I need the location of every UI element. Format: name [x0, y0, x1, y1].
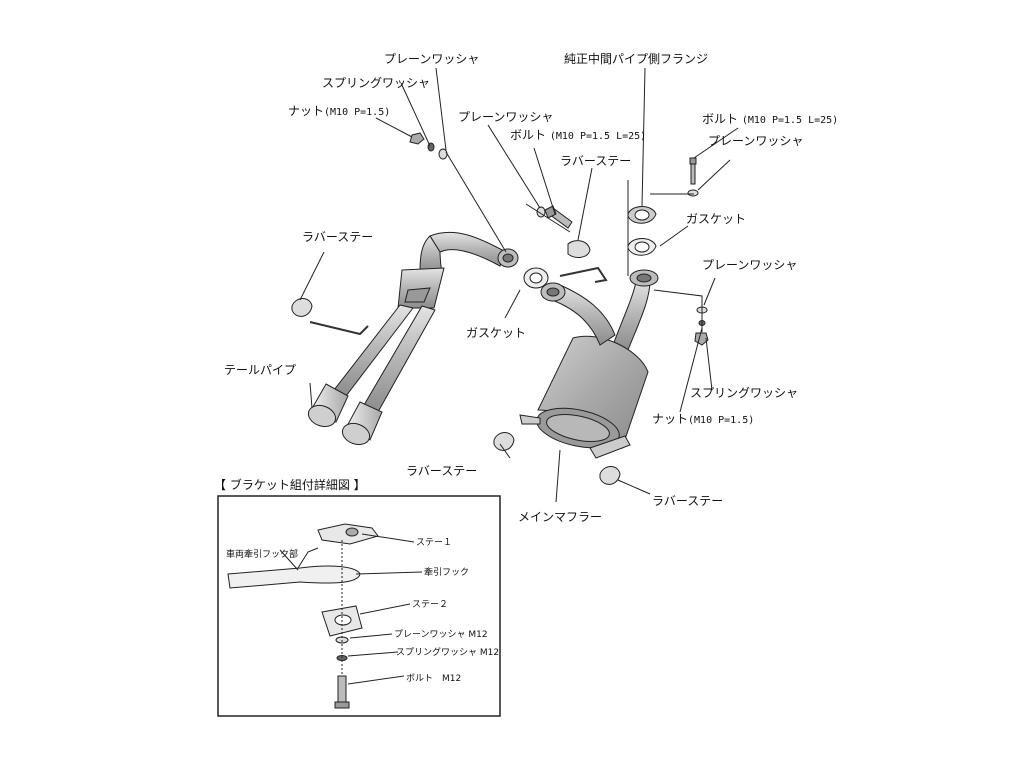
bracket-inset: [217, 495, 501, 717]
inset-label-stay2: ステー２: [412, 600, 449, 610]
rubber-stay-top: [567, 240, 591, 258]
label-main-muffler: メインマフラー: [518, 510, 603, 524]
gasket-right: [627, 238, 657, 256]
label-plain-washer-top: プレーンワッシャ: [384, 52, 480, 66]
tail-tip-right: [341, 401, 383, 446]
inset-title: 【 ブラケット組付詳細図 】: [214, 478, 366, 492]
inset-frame: [217, 495, 501, 717]
bolt-right-text: ボルト: [702, 112, 739, 126]
plain-washer-left: [438, 148, 448, 160]
plain-washer-right: [687, 189, 699, 197]
inset-label-vehicle-hook: 車両牽引フック部: [226, 550, 299, 560]
mid-pipe: [551, 284, 616, 346]
nut-right-spec: (M10 P=1.5): [688, 415, 755, 426]
main-muffler-body: [519, 335, 649, 459]
tail-tip-left: [307, 383, 349, 428]
inset-label-tow-hook: 牽引フック: [424, 568, 470, 578]
label-tail-pipe: テールパイプ: [224, 363, 297, 377]
inset-label-stay1: ステー１: [416, 538, 453, 548]
label-plain-washer-right2: プレーンワッシャ: [702, 258, 798, 272]
mid-flange: [540, 282, 566, 302]
exhaust-assembly: [307, 231, 659, 459]
tail-upper-pipe: [429, 231, 507, 267]
tow-hook-shape: [227, 565, 361, 589]
inset-label-plain-washer: プレーンワッシャ M12: [394, 630, 488, 640]
gasket-mid: [523, 267, 549, 289]
label-rubber-stay-top: ラバーステー: [560, 154, 632, 168]
label-nut-right: ナット(M10 P=1.5): [652, 412, 754, 428]
oem-flange: [627, 206, 657, 224]
label-spring-washer-right: スプリングワッシャ: [690, 386, 799, 400]
bolt-mid-text: ボルト: [510, 128, 547, 142]
label-plain-washer-right: プレーンワッシャ: [708, 134, 804, 148]
label-rubber-stay-left: ラバーステー: [302, 230, 374, 244]
inlet-pipe: [611, 279, 651, 351]
nut-right-text: ナット: [652, 412, 689, 426]
bolt-mid-spec: (M10 P=1.5 L=25): [549, 131, 647, 142]
rubber-stay-left: [291, 298, 313, 317]
front-flange: [629, 269, 659, 287]
label-gasket-mid: ガスケット: [466, 326, 527, 340]
inset-label-spring-washer: スプリングワッシャ M12: [396, 648, 500, 658]
inset-label-bolt: ボルト M12: [406, 674, 462, 684]
label-nut-left: ナット(M10 P=1.5): [288, 104, 390, 120]
rubber-stay-bottom-right: [599, 466, 621, 485]
bolt-right-spec: (M10 P=1.5 L=25): [741, 115, 839, 126]
label-oem-flange: 純正中間パイプ側フランジ: [564, 52, 709, 66]
label-bolt-mid: ボルト (M10 P=1.5 L=25): [510, 128, 646, 144]
nut-left-spec: (M10 P=1.5): [324, 107, 391, 118]
label-bolt-right: ボルト (M10 P=1.5 L=25): [702, 112, 838, 128]
nut-left-text: ナット: [288, 104, 325, 118]
nut-left: [409, 132, 425, 145]
rear-flange: [497, 248, 519, 268]
label-gasket-right: ガスケット: [686, 212, 747, 226]
label-spring-washer-left: スプリングワッシャ: [322, 76, 431, 90]
leader-lines: [299, 67, 739, 503]
label-rubber-stay-bottom-left: ラバーステー: [406, 464, 478, 478]
rubber-stay-bottom-left: [493, 432, 515, 451]
inset-bolt: [337, 675, 347, 703]
label-plain-washer-mid: プレーンワッシャ: [458, 110, 554, 124]
bolt-right: [689, 157, 697, 185]
loose-parts: [291, 132, 709, 485]
label-rubber-stay-bottom-right: ラバーステー: [652, 494, 724, 508]
